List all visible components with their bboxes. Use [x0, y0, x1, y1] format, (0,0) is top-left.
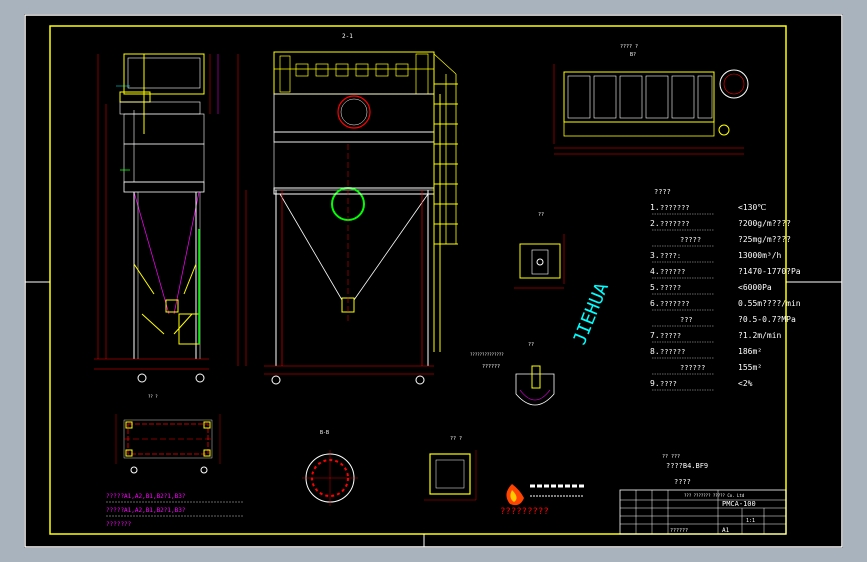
detail-label-1: ??	[538, 212, 544, 218]
spec-value: 186m²	[738, 347, 762, 356]
spec-value: 13000m³/h	[738, 251, 782, 260]
left-note-1: ?????A1,A2,B1,B2?1,B3?	[106, 493, 186, 500]
spec-title: ????	[654, 188, 671, 196]
spec-number: 8.	[650, 347, 660, 356]
spec-value: 0.55m????/min	[738, 299, 801, 308]
spec-name: ?????	[660, 284, 681, 292]
spec-value: ?0.5-0.7?MPa	[738, 315, 796, 324]
spec-number: 1.	[650, 203, 660, 212]
spec-name: ???????	[660, 220, 690, 228]
title-model: PMCA-100	[722, 500, 756, 508]
note-line-2: ????	[674, 478, 691, 486]
plan-view: ???? ? B?	[553, 44, 749, 155]
spec-value: ?200g/m????	[738, 219, 791, 228]
spec-name: ??????	[660, 268, 685, 276]
spec-value: <2%	[738, 379, 753, 388]
spec-number: 6.	[650, 299, 660, 308]
plan-view-sub: B?	[630, 52, 636, 58]
left-note-3: ???????	[106, 521, 132, 528]
flange-detail: B-B	[302, 430, 358, 506]
detail-label-3: ??????????????	[470, 352, 504, 357]
spec-name: ??????	[680, 364, 705, 372]
bottom-plan: ?? ?	[115, 394, 221, 474]
logo-caption: ?????????	[500, 507, 549, 517]
detail-label-4: ??????	[482, 364, 500, 370]
title-org: ??? ??????? ????? Co. Ltd	[684, 493, 745, 498]
title-scale: 1:1	[746, 518, 755, 524]
sheet-outer-border	[24, 14, 843, 548]
spec-number: 3.	[650, 251, 660, 260]
spec-number: 7.	[650, 331, 660, 340]
square-label: ?? ?	[450, 436, 462, 442]
spec-number: 4.	[650, 267, 660, 276]
spec-value: ?1470-1770?Pa	[738, 267, 801, 276]
spec-number: 2.	[650, 219, 660, 228]
notes-title: ?? ???	[662, 454, 680, 460]
title-drawing-no: ??????	[670, 528, 688, 534]
note-line-1: ????B4.BF9	[666, 462, 708, 470]
spec-value: ?25mg/m????	[738, 235, 791, 244]
watermark-text: JIEHUA	[569, 280, 613, 348]
drawing-canvas: 2-1	[24, 14, 843, 548]
detail-views: ?? ?? ?????????????? ??????	[470, 212, 565, 406]
spec-name: ???????	[660, 204, 690, 212]
spec-name: ?????	[660, 332, 681, 340]
sheet-inner-border	[49, 25, 787, 535]
plan-view-title: ???? ?	[620, 44, 638, 50]
spec-name: ??????	[660, 348, 685, 356]
bottom-plan-title: ?? ?	[148, 394, 158, 399]
front-elevation	[237, 51, 458, 385]
spec-value: <6000Pa	[738, 283, 772, 292]
spec-value: ?1.2m/min	[738, 331, 782, 340]
flange-label: B-B	[320, 430, 329, 436]
spec-name: ???????	[660, 300, 690, 308]
spec-value: <130℃	[738, 203, 766, 212]
title-sheet: A1	[722, 527, 730, 534]
spec-name: ?????	[680, 236, 701, 244]
left-note-2: ?????A1,A2,B1,B2?1,B3?	[106, 507, 186, 514]
spec-name: ????:	[660, 252, 681, 260]
title-block: ??? ??????? ????? Co. Ltd PMCA-100 1:1 A…	[619, 489, 787, 535]
spec-name: ???	[680, 316, 693, 324]
cad-viewport[interactable]: 2-1	[24, 14, 843, 548]
company-logo: ?????????	[500, 484, 584, 517]
spec-value: 155m²	[738, 363, 762, 372]
spec-number: 9.	[650, 379, 660, 388]
side-elevation	[94, 53, 219, 383]
square-detail: ?? ?	[424, 436, 477, 501]
top-view-label: 2-1	[342, 33, 353, 40]
detail-label-2: ??	[528, 342, 534, 348]
spec-table: ???? 1.??????? <130℃ 2.??????? ?200g/m?????…	[650, 188, 801, 391]
spec-number: 5.	[650, 283, 660, 292]
spec-name: ????	[660, 380, 677, 388]
